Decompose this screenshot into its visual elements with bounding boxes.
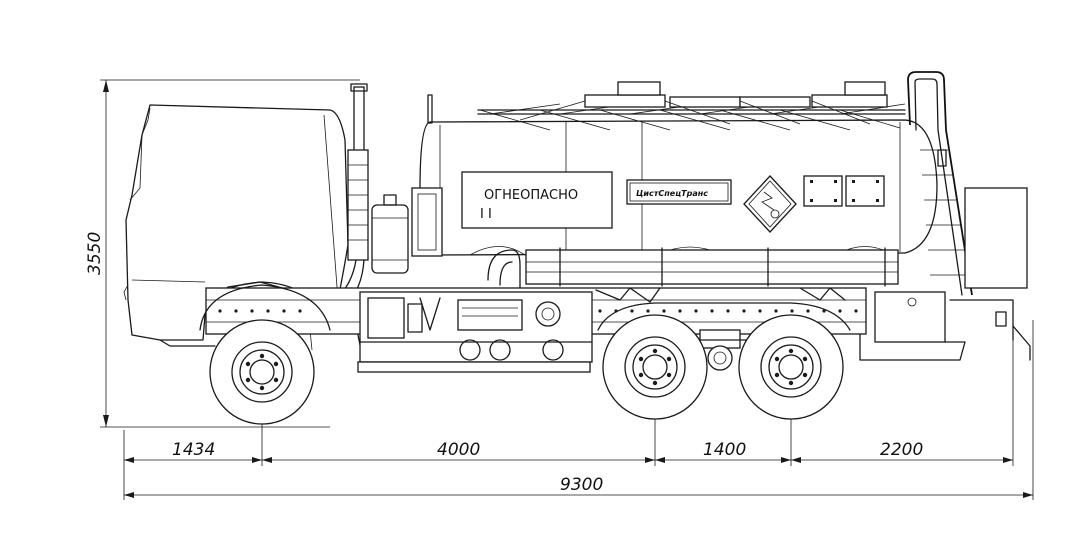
rear-ladder — [907, 71, 973, 296]
side-pipe-rack — [525, 247, 899, 287]
rear-suspension — [689, 329, 751, 371]
front-overhang-label: 1434 — [172, 440, 215, 460]
length-dimensions: 1434 4000 1400 2200 9300 — [123, 320, 1034, 500]
rear-fender — [597, 302, 851, 331]
brand-logo-text: ЦистСпецТранс — [636, 189, 708, 198]
exhaust-stack — [334, 83, 369, 306]
height-dim-label: 3550 — [85, 232, 105, 275]
fire-hazard-placard — [461, 171, 613, 229]
hazmat-diamond-icon — [743, 175, 797, 233]
air-receiver — [371, 187, 521, 291]
rear-equipment-cabinet — [859, 187, 1031, 361]
tank-body: ОГНЕОПАСНО I I ЦистСпецТранс — [419, 119, 938, 256]
front-fender — [199, 284, 331, 331]
wheelbase-label: 4000 — [437, 440, 480, 460]
total-length-label: 9300 — [560, 475, 603, 495]
rear-wheel-1 — [602, 314, 708, 420]
rear-overhang-label: 2200 — [880, 440, 923, 460]
rear-wheel-2 — [738, 314, 844, 420]
front-wheel — [209, 319, 315, 425]
fire-hazard-text: ОГНЕОПАСНО — [484, 188, 578, 203]
brand-plate — [626, 179, 732, 205]
tank-top-walkway — [427, 81, 906, 131]
pump-compartment — [357, 291, 593, 373]
rear-axle-spacing-label: 1400 — [703, 440, 746, 460]
height-dimension: 3550 — [85, 79, 360, 428]
fire-hazard-subtext: I I — [480, 207, 492, 222]
